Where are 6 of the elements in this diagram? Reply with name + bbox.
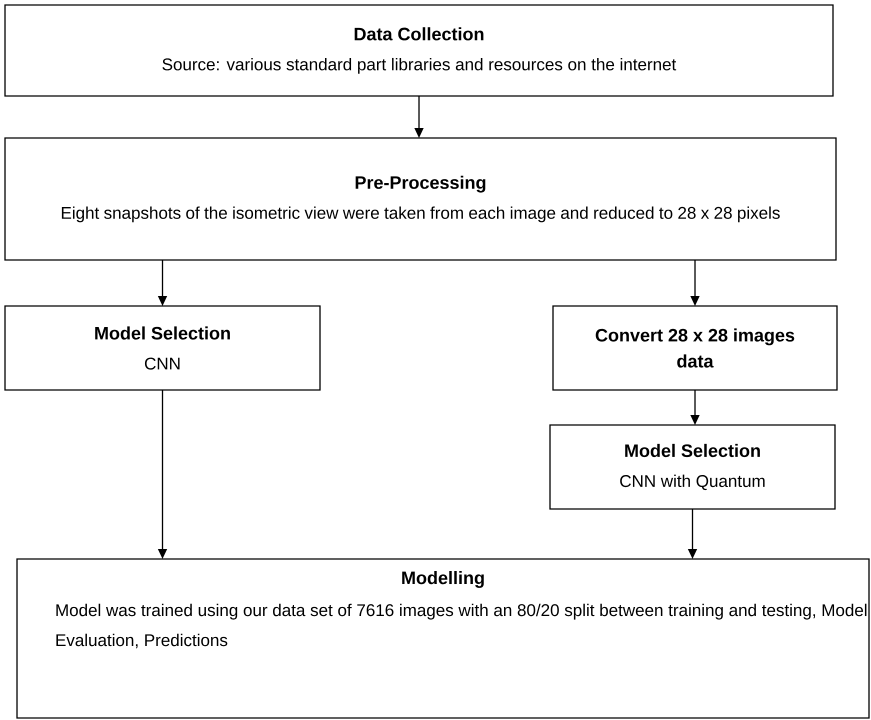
process-box: Model Selection CNN with Quantum [549, 424, 836, 510]
process-box: Pre-Processing Eight snapshots of the isometric view were taken from each image and reduced to 28 x 28 pixels [4, 137, 837, 261]
process-box: Data Collection Source: various standard part libraries and resources on the internet [4, 4, 834, 97]
process-box: Model Selection CNN [4, 305, 321, 391]
process-box: Modelling Model was trained using our data set of 7616 images with an 80/20 split between training and testing, Model Evaluation, Predictions [16, 558, 870, 719]
process-box: Convert 28 x 28 images data [552, 305, 838, 391]
